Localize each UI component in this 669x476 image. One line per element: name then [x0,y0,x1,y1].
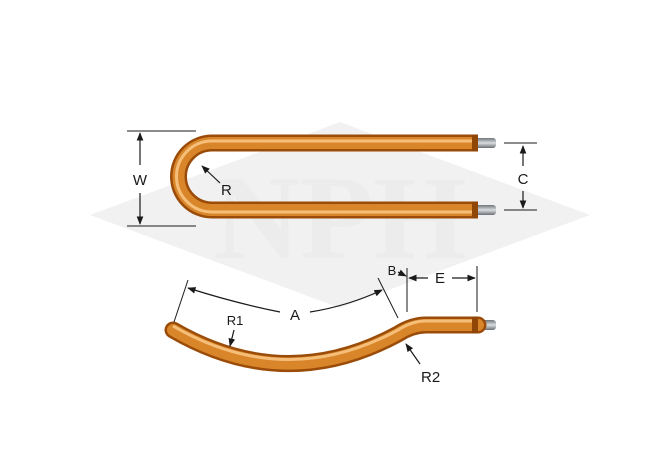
a-label: A [290,307,300,324]
u-tube-highlight [175,139,478,214]
u-tube-shade [172,137,478,216]
b-label: B [388,263,397,278]
r2-leader [405,343,421,365]
a-arrow-right [309,289,383,313]
b-arrow [397,269,407,277]
u-tube-end-lower [472,201,478,219]
r2-label: R2 [421,369,440,386]
curved-tube-highlight [172,319,478,361]
side-view-curved-heater: A B E R1 R2 [164,263,496,386]
r-leader [201,165,221,184]
e-label: E [435,270,445,287]
u-tube-end-upper [472,134,478,152]
a-extension-right [377,277,399,319]
top-pin-lower [474,205,496,215]
r-label: R [221,182,232,199]
w-label: W [133,172,148,189]
top-view-u-heater: W R C [127,130,537,227]
c-label: C [518,171,529,188]
r1-leader [228,329,236,347]
top-pin-upper [474,138,496,148]
curved-tube-end [472,316,478,334]
a-extension-left [173,279,189,323]
r1-label: R1 [227,313,244,328]
a-arrow-left [187,287,281,313]
curved-tube-shade [167,319,484,370]
